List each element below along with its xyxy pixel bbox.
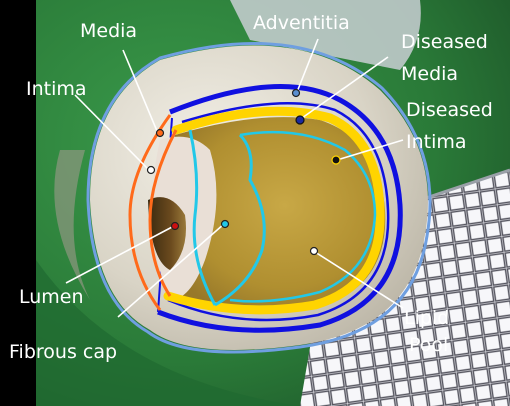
marker-diseased-media xyxy=(296,116,304,124)
label-diseased-media-line2: Media xyxy=(401,63,458,85)
label-lumen: Lumen xyxy=(19,286,84,308)
label-diseased-intima-line2: Intima xyxy=(406,131,467,153)
marker-media xyxy=(157,130,164,137)
label-intima: Intima xyxy=(26,78,87,100)
marker-diseased-intima xyxy=(332,156,340,164)
marker-fibrous-cap xyxy=(222,221,229,228)
marker-adventitia xyxy=(293,90,300,97)
label-fibrous-cap: Fibrous cap xyxy=(9,341,117,363)
marker-lumen xyxy=(172,223,179,230)
label-diseased-media-line1: Diseased xyxy=(401,31,488,53)
marker-intima xyxy=(148,167,155,174)
label-lipid-pool-line2: Pool xyxy=(409,334,448,356)
marker-lipid-pool xyxy=(311,248,318,255)
label-diseased-intima-line1: Diseased xyxy=(406,99,493,121)
label-media: Media xyxy=(80,20,137,42)
label-lipid-pool-line1: Lipid xyxy=(404,307,449,329)
label-adventitia: Adventitia xyxy=(253,12,350,34)
